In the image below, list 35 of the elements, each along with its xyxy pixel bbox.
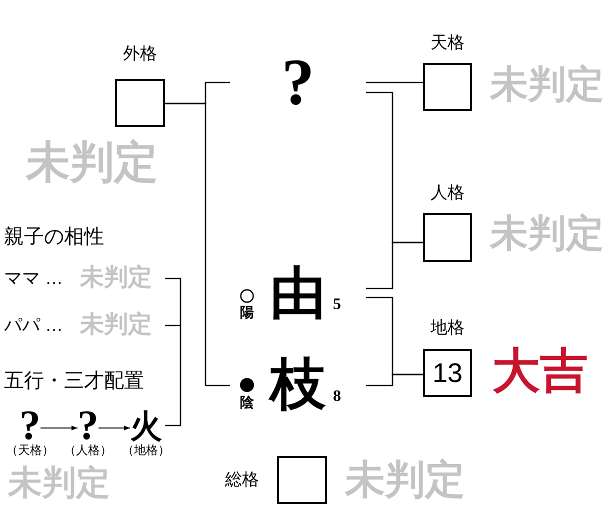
stroke-count: 5 xyxy=(333,297,341,313)
box-heading: 総格 xyxy=(225,471,259,488)
verdict-label: 未判定 xyxy=(345,460,465,500)
section-heading: 親子の相性 xyxy=(4,227,104,247)
connector-line xyxy=(165,102,230,386)
connector-line xyxy=(366,374,423,386)
element-character: 火 xyxy=(130,410,162,442)
parent-label: ママ … xyxy=(4,269,64,287)
verdict-label: 未判定 xyxy=(8,466,110,500)
verdict-label: 未判定 xyxy=(490,65,604,103)
verdict-label: 未判定 xyxy=(490,214,604,252)
verdict-label: 未判定 xyxy=(26,141,158,185)
stroke-count: 8 xyxy=(333,389,341,405)
section-heading: 五行・三才配置 xyxy=(4,371,144,391)
box-heading: 人格 xyxy=(430,184,464,201)
name-character: 枝 xyxy=(270,357,326,413)
connector-line xyxy=(366,82,423,84)
box-heading: 地格 xyxy=(430,319,464,336)
box-heading: 天格 xyxy=(430,34,464,51)
connector-line xyxy=(366,242,423,290)
arrow xyxy=(40,426,78,430)
verdict-label: 大吉 xyxy=(492,347,588,395)
verdict-label: 未判定 xyxy=(80,312,152,336)
box-heading: 外格 xyxy=(123,45,157,62)
question-mark: ? xyxy=(282,50,314,116)
grid-label: （人格） xyxy=(64,444,112,456)
arrow xyxy=(98,426,130,430)
yin-yang-label: 陽 xyxy=(240,305,254,319)
grid-label: （天格） xyxy=(6,444,54,456)
grid-label: （地格） xyxy=(122,444,170,456)
yin-yang-label: 陰 xyxy=(240,395,254,409)
verdict-label: 未判定 xyxy=(80,265,152,289)
score-box: 13 xyxy=(423,349,472,397)
parent-label: パパ … xyxy=(4,316,64,334)
name-character: 由 xyxy=(270,266,326,322)
